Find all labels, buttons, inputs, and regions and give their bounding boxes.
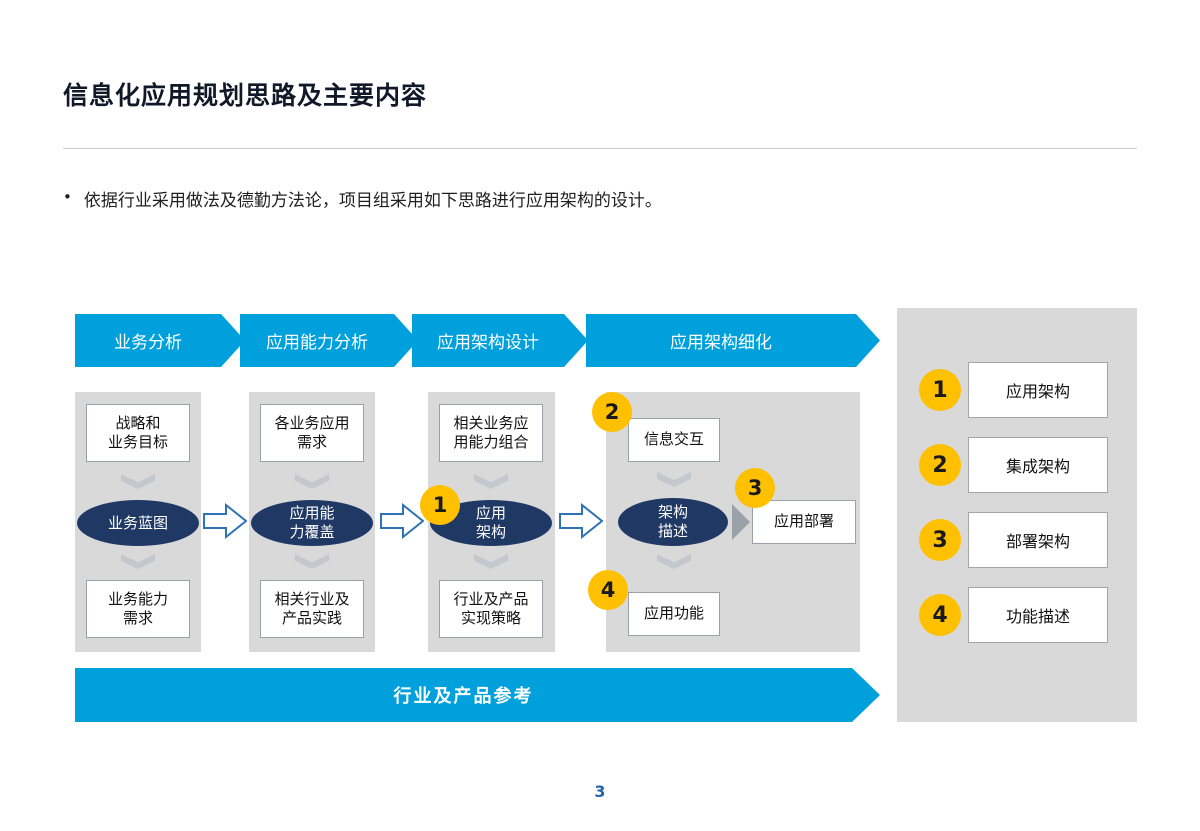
bullet-text: 依据行业采用做法及德勤方法论，项目组采用如下思路进行应用架构的设计。	[83, 191, 662, 211]
right-block-arrow-icon	[203, 503, 247, 539]
legend-label-function-description: 功能描述	[968, 587, 1108, 643]
badge-1: 1	[420, 485, 460, 525]
chevron-down-icon	[474, 474, 508, 489]
box-application-deployment: 应用部署	[752, 500, 856, 544]
legend-label-application-architecture: 应用架构	[968, 362, 1108, 418]
box-information-interaction: 信息交互	[628, 418, 720, 462]
chevron-down-icon	[295, 554, 329, 569]
badge-2: 2	[592, 392, 632, 432]
legend-item: 1 应用架构	[897, 362, 1137, 418]
chevron-down-icon	[121, 554, 155, 569]
ellipse-business-blueprint: 业务蓝图	[77, 500, 199, 546]
badge-3: 3	[735, 468, 775, 508]
phase-label: 应用架构设计	[437, 333, 539, 353]
panel-business-analysis: 战略和 业务目标 业务蓝图 业务能力 需求	[75, 392, 201, 652]
phase-label: 应用架构细化	[670, 333, 772, 353]
legend-badge-4: 4	[919, 594, 961, 636]
bullet-line: • 依据行业采用做法及德勤方法论，项目组采用如下思路进行应用架构的设计。	[63, 186, 1063, 211]
chevron-right-icon	[732, 504, 750, 540]
panel-capability-analysis: 各业务应用 需求 应用能 力覆盖 相关行业及 产品实践	[249, 392, 375, 652]
legend-label-integration-architecture: 集成架构	[968, 437, 1108, 493]
phase-arrow-business-analysis: 业务分析	[75, 314, 245, 367]
badge-4: 4	[588, 570, 628, 610]
box-industry-product-practice: 相关行业及 产品实践	[260, 580, 364, 638]
ellipse-capability-coverage: 应用能 力覆盖	[251, 500, 373, 546]
box-capability-combination: 相关业务应 用能力组合	[439, 404, 543, 462]
right-block-arrow-icon	[559, 503, 603, 539]
chevron-down-icon	[657, 554, 691, 569]
phase-arrow-capability-analysis: 应用能力分析	[240, 314, 418, 367]
box-application-function: 应用功能	[628, 592, 720, 636]
legend-item: 4 功能描述	[897, 587, 1137, 643]
box-implementation-strategy: 行业及产品 实现策略	[439, 580, 543, 638]
right-block-arrow-icon	[380, 503, 424, 539]
chevron-down-icon	[295, 474, 329, 489]
ellipse-architecture-description: 架构 描述	[618, 498, 728, 546]
phase-arrow-architecture-design: 应用架构设计	[412, 314, 588, 367]
page-number: 3	[594, 782, 606, 801]
phase-label: 应用能力分析	[266, 333, 368, 353]
box-business-app-needs: 各业务应用 需求	[260, 404, 364, 462]
slide-title: 信息化应用规划思路及主要内容	[63, 81, 428, 110]
box-business-capability-needs: 业务能力 需求	[86, 580, 190, 638]
legend-item: 2 集成架构	[897, 437, 1137, 493]
legend-badge-2: 2	[919, 444, 961, 486]
chevron-down-icon	[121, 474, 155, 489]
chevron-down-icon	[657, 472, 691, 487]
panel-architecture-refinement: 信息交互 架构 描述 应用部署 应用功能	[606, 392, 860, 652]
legend-panel: 1 应用架构 2 集成架构 3 部署架构 4 功能描述	[897, 308, 1137, 722]
legend-label-deployment-architecture: 部署架构	[968, 512, 1108, 568]
phase-label: 业务分析	[114, 333, 182, 353]
legend-badge-1: 1	[919, 369, 961, 411]
bullet-marker: •	[63, 188, 72, 206]
phase-arrow-architecture-refinement: 应用架构细化	[586, 314, 880, 367]
legend-badge-3: 3	[919, 519, 961, 561]
banner-industry-product-reference: 行业及产品参考	[75, 668, 880, 722]
box-strategy-goals: 战略和 业务目标	[86, 404, 190, 462]
banner-label: 行业及产品参考	[393, 686, 534, 707]
title-divider	[63, 148, 1137, 149]
legend-item: 3 部署架构	[897, 512, 1137, 568]
chevron-down-icon	[474, 554, 508, 569]
